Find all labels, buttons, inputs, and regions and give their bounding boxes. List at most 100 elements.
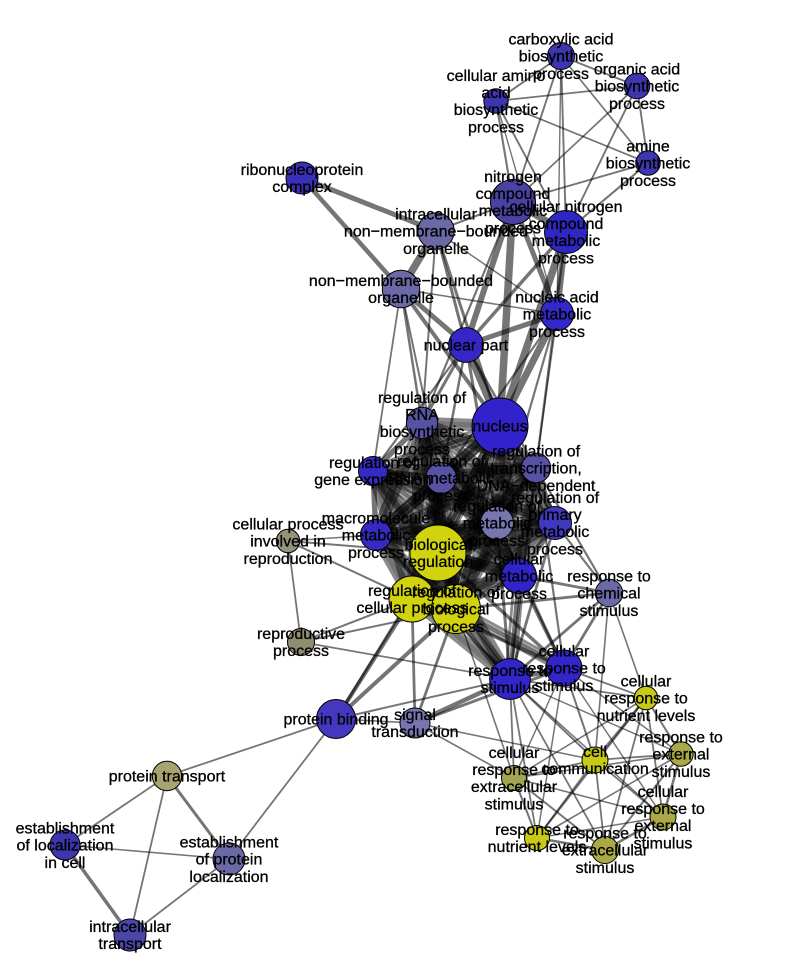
svg-text:response to: response to: [472, 762, 556, 779]
svg-text:response to: response to: [604, 691, 688, 708]
svg-text:intracellular: intracellular: [395, 206, 477, 223]
svg-text:cellular process: cellular process: [356, 600, 467, 617]
svg-text:response to: response to: [639, 729, 723, 746]
svg-text:biosynthetic: biosynthetic: [606, 156, 691, 173]
svg-text:RNA: RNA: [405, 407, 439, 424]
svg-text:establishment: establishment: [16, 820, 115, 837]
svg-text:regulation of: regulation of: [412, 584, 501, 601]
svg-text:gene expression: gene expression: [314, 472, 431, 489]
svg-text:transcription,: transcription,: [490, 461, 582, 478]
svg-text:amine: amine: [626, 138, 670, 155]
svg-text:primary: primary: [528, 507, 581, 524]
svg-text:regulation of: regulation of: [397, 453, 486, 470]
svg-text:process: process: [394, 441, 450, 458]
svg-text:in cell: in cell: [45, 855, 86, 872]
svg-text:extracellular: extracellular: [562, 843, 649, 860]
svg-text:acid: acid: [481, 85, 510, 102]
svg-text:process: process: [469, 533, 525, 550]
svg-text:regulation of: regulation of: [368, 583, 457, 600]
svg-text:biosynthetic: biosynthetic: [519, 49, 604, 66]
svg-text:process: process: [620, 173, 676, 190]
svg-text:metabolic: metabolic: [523, 307, 591, 324]
svg-text:regulation of: regulation of: [511, 490, 600, 507]
svg-text:cellular: cellular: [621, 673, 672, 690]
svg-text:nutrient levels: nutrient levels: [597, 708, 696, 725]
svg-text:cell: cell: [583, 744, 607, 761]
svg-text:metabolic: metabolic: [463, 516, 531, 533]
svg-text:nucleic acid: nucleic acid: [515, 289, 599, 306]
svg-text:process: process: [538, 250, 594, 267]
svg-text:process: process: [533, 66, 589, 83]
svg-text:response to: response to: [563, 825, 647, 842]
svg-text:nitrogen: nitrogen: [484, 169, 542, 186]
svg-text:compound: compound: [529, 216, 604, 233]
svg-text:process: process: [529, 324, 585, 341]
svg-text:non−membrane−bounded: non−membrane−bounded: [344, 224, 528, 241]
svg-text:process: process: [491, 586, 547, 603]
svg-text:organic acid: organic acid: [594, 61, 680, 78]
svg-text:process: process: [348, 545, 404, 562]
svg-text:RNA metabolic: RNA metabolic: [388, 471, 494, 488]
svg-text:DNA−dependent: DNA−dependent: [477, 478, 596, 495]
svg-text:response to: response to: [621, 801, 705, 818]
svg-text:metabolic: metabolic: [485, 569, 553, 586]
svg-text:of localization: of localization: [17, 838, 114, 855]
svg-text:regulation of: regulation of: [378, 390, 467, 407]
svg-text:stimulus: stimulus: [535, 678, 594, 695]
svg-text:external: external: [635, 818, 692, 835]
svg-text:nutrient levels: nutrient levels: [488, 839, 587, 856]
svg-text:signal: signal: [394, 707, 436, 724]
svg-text:response to: response to: [495, 822, 579, 839]
svg-text:process: process: [609, 96, 665, 113]
svg-text:transduction: transduction: [371, 724, 458, 741]
svg-text:non−membrane−bounded: non−membrane−bounded: [309, 273, 493, 290]
svg-text:stimulus: stimulus: [485, 796, 544, 813]
svg-text:response to: response to: [468, 663, 552, 680]
svg-text:communication: communication: [541, 761, 649, 778]
svg-text:regulation of: regulation of: [453, 498, 542, 515]
svg-text:metabolic: metabolic: [521, 524, 589, 541]
svg-text:biosynthetic: biosynthetic: [595, 79, 680, 96]
svg-text:process: process: [527, 541, 583, 558]
svg-text:response to: response to: [567, 568, 651, 585]
svg-text:establishment: establishment: [180, 834, 279, 851]
svg-text:external: external: [653, 747, 710, 764]
svg-text:cellular process: cellular process: [232, 516, 343, 533]
svg-text:stimulus: stimulus: [652, 764, 711, 781]
svg-text:of protein: of protein: [196, 852, 263, 869]
svg-text:reproductive: reproductive: [257, 626, 345, 643]
svg-text:protein transport: protein transport: [109, 769, 226, 786]
svg-text:transport: transport: [98, 936, 162, 953]
svg-text:metabolic: metabolic: [479, 203, 547, 220]
svg-text:response to: response to: [522, 661, 606, 678]
svg-text:process: process: [273, 643, 329, 660]
svg-text:localization: localization: [189, 869, 268, 886]
svg-text:organelle: organelle: [403, 241, 469, 258]
svg-text:stimulus: stimulus: [634, 835, 693, 852]
svg-text:carboxylic acid: carboxylic acid: [509, 31, 614, 48]
svg-text:regulation: regulation: [403, 554, 473, 571]
svg-text:metabolic: metabolic: [342, 528, 410, 545]
svg-text:biological: biological: [423, 602, 490, 619]
svg-text:stimulus: stimulus: [576, 860, 635, 877]
svg-text:biosynthetic: biosynthetic: [380, 424, 465, 441]
svg-text:intracellular: intracellular: [89, 919, 171, 936]
svg-text:cellular amino: cellular amino: [447, 68, 546, 85]
svg-text:macromolecule: macromolecule: [322, 510, 431, 527]
svg-text:process: process: [485, 220, 541, 237]
svg-text:complex: complex: [272, 179, 332, 196]
svg-text:protein binding: protein binding: [284, 712, 389, 729]
svg-text:process: process: [468, 119, 524, 136]
svg-text:biosynthetic: biosynthetic: [454, 102, 539, 119]
svg-text:reproduction: reproduction: [244, 551, 333, 568]
svg-text:process: process: [428, 619, 484, 636]
svg-text:cellular nitrogen: cellular nitrogen: [510, 199, 623, 216]
svg-text:cellular: cellular: [539, 643, 590, 660]
svg-text:nucleus: nucleus: [472, 419, 527, 436]
svg-text:extracellular: extracellular: [471, 779, 558, 796]
svg-text:regulation of: regulation of: [329, 455, 418, 472]
svg-text:chemical: chemical: [577, 586, 640, 603]
svg-text:cellular: cellular: [489, 745, 540, 762]
svg-text:process: process: [413, 488, 469, 505]
svg-text:cellular: cellular: [638, 784, 689, 801]
